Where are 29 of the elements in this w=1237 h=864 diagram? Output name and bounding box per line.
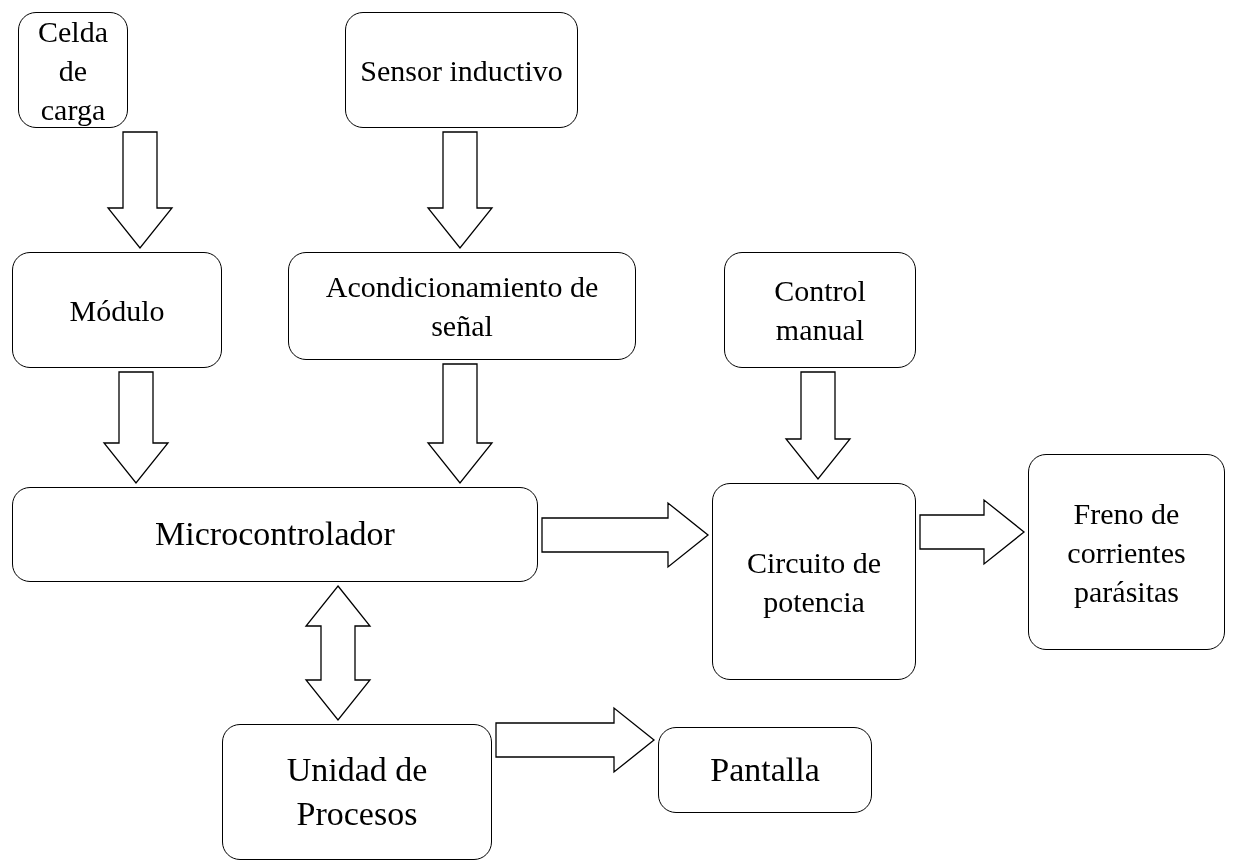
box-label: Microcontrolador	[155, 514, 395, 555]
process-box	[724, 252, 916, 368]
box-label: Unidad de Procesos	[285, 749, 429, 834]
box-label: Control manual	[773, 273, 867, 348]
block-arrow	[784, 371, 852, 481]
box-label: Circuito de potencia	[745, 544, 883, 620]
block-arrow	[304, 584, 372, 722]
process-box	[288, 252, 636, 360]
process-box	[222, 724, 492, 860]
box-label: Pantalla	[710, 749, 820, 790]
box-label: Sensor inductivo	[360, 52, 563, 89]
box-label: Acondicionamiento de señal	[324, 269, 600, 344]
box-label: Freno de corrientes parásitas	[1066, 495, 1187, 610]
block-arrow	[102, 371, 170, 485]
block-arrow	[426, 131, 494, 250]
process-box	[658, 727, 872, 813]
block-arrow	[495, 706, 656, 774]
process-box	[1028, 454, 1225, 650]
process-box	[345, 12, 578, 128]
block-arrow	[919, 498, 1026, 566]
process-box	[18, 12, 128, 128]
box-label: Módulo	[69, 292, 165, 329]
process-box	[712, 483, 916, 680]
block-arrow	[426, 363, 494, 485]
block-arrow	[106, 131, 174, 250]
block-arrow	[541, 501, 710, 569]
box-label: Celda de carga	[37, 13, 109, 128]
process-box	[12, 487, 538, 582]
process-box	[12, 252, 222, 368]
